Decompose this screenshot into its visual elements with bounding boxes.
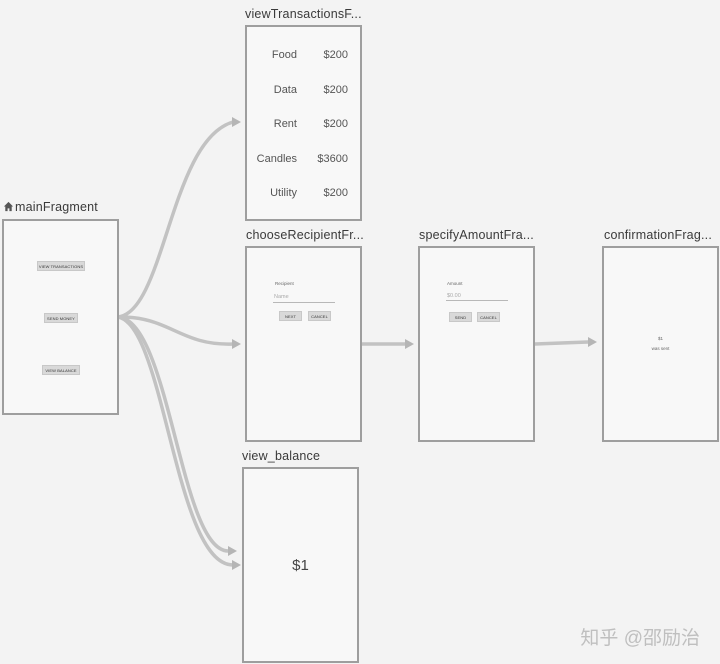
arrowhead-balance-1 xyxy=(228,546,237,556)
confirmation-status: was sent xyxy=(651,346,670,351)
arrow-amount-to-confirmation xyxy=(533,340,590,346)
next-button[interactable]: NEXT xyxy=(279,311,302,321)
arrowhead-recipient xyxy=(232,339,241,349)
transaction-amount: $200 xyxy=(323,187,348,199)
arrowhead-transactions xyxy=(232,117,241,127)
recipient-label: Recipient xyxy=(275,281,294,286)
recipient-fragment-frame: Recipient Name NEXT CANCEL xyxy=(245,246,362,442)
home-icon xyxy=(3,201,14,212)
recipient-fragment-title: chooseRecipientFr... xyxy=(246,228,364,242)
transaction-amount: $200 xyxy=(323,49,348,61)
confirmation-amount: $1 xyxy=(657,336,663,341)
confirmation-fragment-frame: $1 was sent xyxy=(602,246,719,442)
watermark: 知乎 @邵励治 xyxy=(580,628,700,649)
amount-input-underline xyxy=(446,300,508,301)
amount-cancel-button[interactable]: CANCEL xyxy=(477,312,500,322)
transaction-amount: $200 xyxy=(323,84,348,96)
amount-fragment-title: specifyAmountFra... xyxy=(419,228,534,242)
arrow-main-to-recipient xyxy=(116,315,235,346)
arrowhead-balance-2 xyxy=(232,560,241,570)
amount-fragment-frame: Amount $0.00 SEND CANCEL xyxy=(418,246,535,442)
transactions-fragment-frame: Food $200 Data $200 Rent $200 Candles $3… xyxy=(245,25,362,221)
arrow-main-to-balance-1 xyxy=(116,315,230,553)
transaction-name: Data xyxy=(273,84,297,96)
view-balance-button[interactable]: VIEW BALANCE xyxy=(42,365,80,375)
transactions-fragment-title: viewTransactionsF... xyxy=(245,7,362,21)
arrow-main-to-transactions xyxy=(116,120,235,319)
send-button[interactable]: SEND xyxy=(449,312,472,322)
transaction-amount: $200 xyxy=(323,118,348,130)
recipient-input-underline xyxy=(273,302,335,303)
recipient-name-placeholder[interactable]: Name xyxy=(274,294,289,300)
balance-value: $1 xyxy=(292,557,309,574)
amount-label: Amount xyxy=(447,281,463,286)
send-money-button[interactable]: SEND MONEY xyxy=(44,313,78,323)
cancel-button[interactable]: CANCEL xyxy=(308,311,331,321)
transaction-name: Candles xyxy=(256,153,297,165)
main-fragment-title: mainFragment xyxy=(3,200,98,214)
view-transactions-button[interactable]: VIEW TRANSACTIONS xyxy=(37,261,85,271)
confirmation-fragment-title: confirmationFrag... xyxy=(604,228,713,242)
main-fragment-frame: VIEW TRANSACTIONS SEND MONEY VIEW BALANC… xyxy=(2,219,119,415)
transaction-name: Food xyxy=(271,49,297,61)
arrowhead-confirmation xyxy=(588,337,597,347)
amount-placeholder[interactable]: $0.00 xyxy=(447,293,461,299)
balance-fragment-title: view_balance xyxy=(242,449,321,463)
balance-fragment-frame: $1 xyxy=(242,467,359,663)
arrowhead-amount xyxy=(405,339,414,349)
transaction-amount: $3600 xyxy=(317,153,348,165)
transaction-name: Utility xyxy=(270,187,297,199)
transaction-name: Rent xyxy=(273,118,297,130)
arrow-main-to-balance-2 xyxy=(116,315,235,567)
